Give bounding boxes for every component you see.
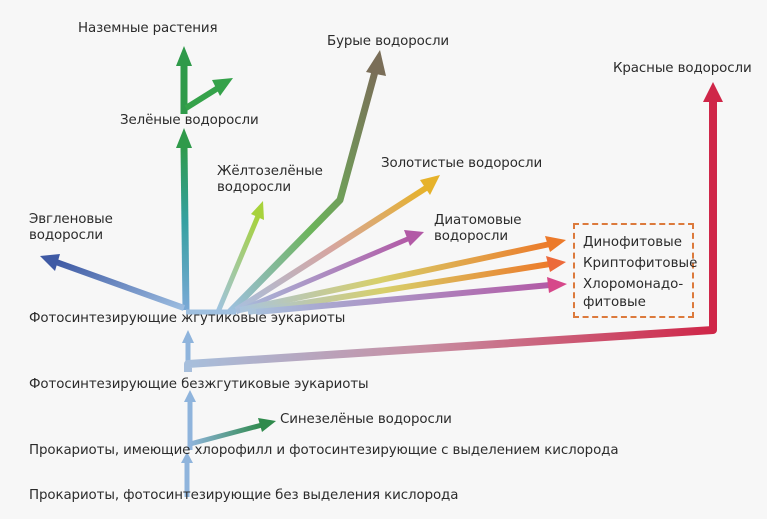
branch-red-algae xyxy=(184,98,717,372)
label-dino: Динофитовые xyxy=(583,235,682,250)
arrowhead-crypto xyxy=(546,256,566,272)
arrowhead-green-algae xyxy=(176,128,192,148)
label-euglena-line2: водоросли xyxy=(29,228,103,243)
arrowhead-chloromonad xyxy=(547,277,567,293)
label-yellow-green: Жёлтозелёные водоросли xyxy=(217,164,323,196)
arrowhead-red-algae xyxy=(703,82,723,102)
label-oxygen-prokaryotes: Прокариоты, имеющие хлорофилл и фотосинт… xyxy=(29,443,619,458)
branch-crypto xyxy=(247,261,551,315)
arrowhead-dino xyxy=(545,236,566,252)
branch-diatoms xyxy=(235,235,411,315)
arrowhead-land-plants-side xyxy=(212,78,233,96)
label-red-algae: Красные водоросли xyxy=(613,61,752,76)
arrowhead-golden-algae xyxy=(420,175,440,195)
label-brown-algae: Бурые водоросли xyxy=(327,34,450,49)
label-chloromonad-line2: фитовые xyxy=(583,295,646,310)
branch-chloromonad xyxy=(255,282,551,315)
branch-green-algae xyxy=(180,145,190,311)
branch-dino xyxy=(239,241,551,313)
label-flagellate-eukaryotes: Фотосинтезирующие жгутиковые эукариоты xyxy=(29,311,346,326)
branch-brown-algae xyxy=(227,67,380,315)
label-yellow-green-line1: Жёлтозелёные xyxy=(217,164,323,179)
arrowhead-land-plants xyxy=(176,46,192,66)
arrowhead-diatoms xyxy=(404,230,424,246)
arrowhead-cyanobacteria xyxy=(258,418,276,432)
branch-cyanobacteria xyxy=(189,422,263,447)
label-anoxygen-prokaryotes: Прокариоты, фотосинтезирующие без выделе… xyxy=(29,488,459,503)
label-euglena-line1: Эвгленовые xyxy=(29,212,113,227)
arrowhead-stem-upper xyxy=(182,330,194,343)
label-cyanobacteria: Синезелёные водоросли xyxy=(280,412,452,427)
branch-golden-algae xyxy=(234,185,428,313)
arrowhead-brown-algae xyxy=(366,50,386,76)
label-diatoms-line1: Диатомовые xyxy=(434,213,522,228)
label-nonflagellate-eukaryotes: Фотосинтезирующие безжгутиковые эукариот… xyxy=(29,377,369,392)
label-golden-algae: Золотистые водоросли xyxy=(381,156,543,171)
branch-yellow-green xyxy=(215,215,261,313)
label-land-plants: Наземные растения xyxy=(78,21,218,36)
dashed-group-box: Динофитовые Криптофитовые Хлоромонадо- ф… xyxy=(573,223,698,318)
arrowhead-stem-bottom xyxy=(181,452,193,463)
label-diatoms-line2: водоросли xyxy=(434,229,508,244)
label-crypto: Криптофитовые xyxy=(583,256,698,271)
label-green-algae: Зелёные водоросли xyxy=(120,113,259,128)
branch-euglena xyxy=(54,259,186,311)
label-euglena: Эвгленовые водоросли xyxy=(29,212,113,244)
branch-land-plants-side xyxy=(184,85,220,111)
arrowhead-yellow-green xyxy=(251,201,264,220)
label-yellow-green-line2: водоросли xyxy=(217,180,291,195)
label-diatoms: Диатомовые водоросли xyxy=(434,213,521,245)
label-chloromonad-line1: Хлоромонадо- xyxy=(583,277,684,292)
arrowhead-stem-middle xyxy=(184,390,196,402)
arrowhead-euglena xyxy=(40,254,60,271)
